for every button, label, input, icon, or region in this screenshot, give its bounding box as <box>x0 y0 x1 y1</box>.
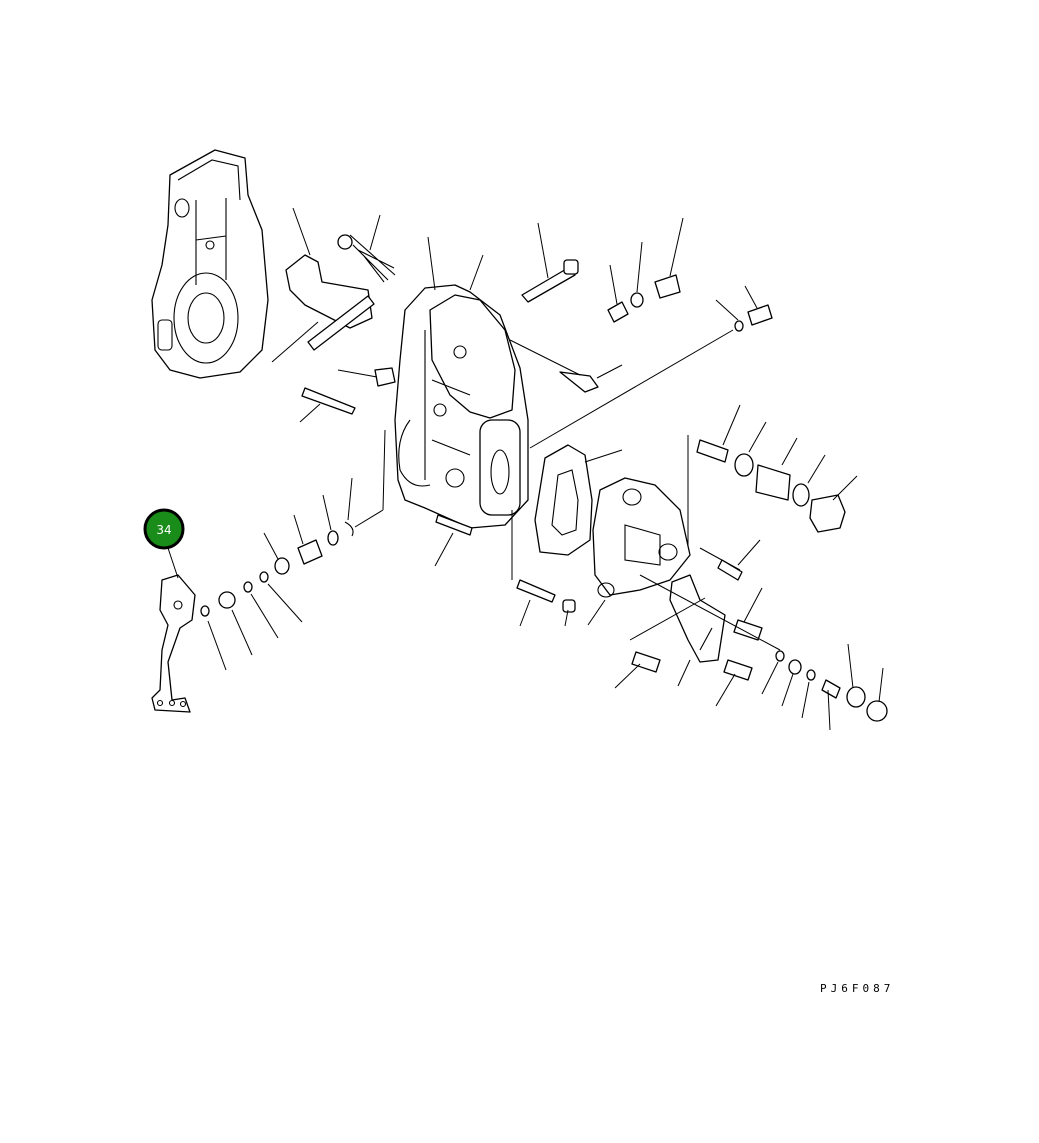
callout-34[interactable]: 34 <box>143 508 185 550</box>
top-fasteners <box>299 217 773 449</box>
adjusting-screw-stack <box>687 404 858 545</box>
stopper-bracket <box>592 477 726 663</box>
part-34-lever <box>151 547 196 713</box>
lever-and-spring <box>271 207 396 363</box>
callout-34-circle[interactable] <box>143 508 185 550</box>
cover-gasket <box>534 444 623 556</box>
governor-housing <box>151 149 269 379</box>
cover-body <box>394 284 529 529</box>
lower-right-fasteners <box>614 539 888 731</box>
lower-washers <box>200 429 606 671</box>
drawing-code: PJ6F087 <box>820 982 895 995</box>
callout-34-label: 34 <box>156 523 171 537</box>
